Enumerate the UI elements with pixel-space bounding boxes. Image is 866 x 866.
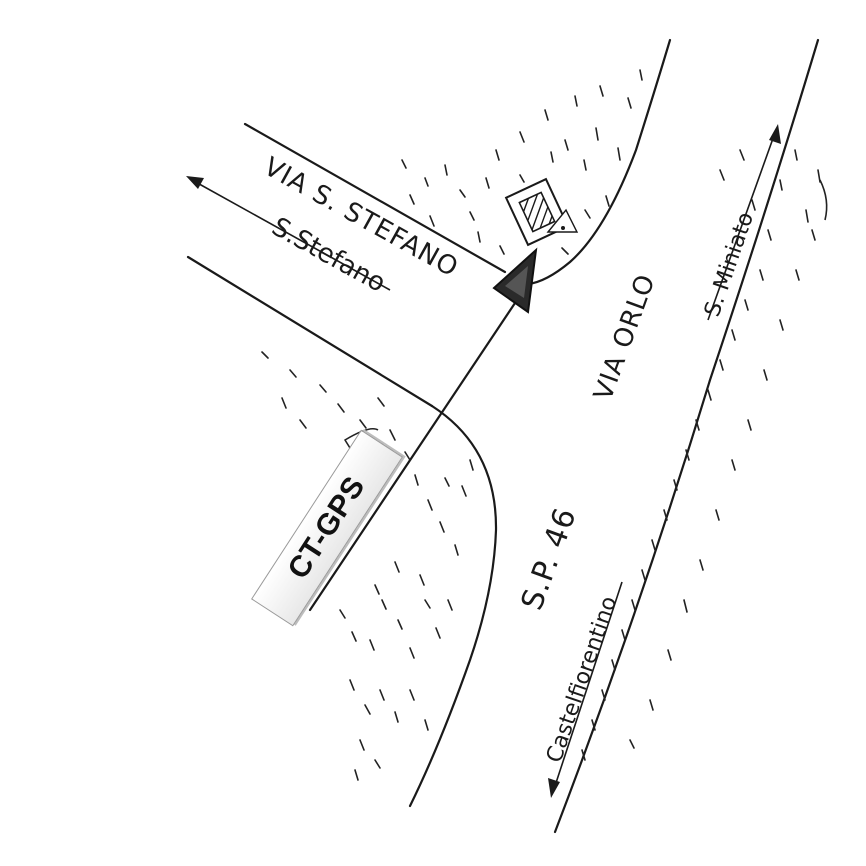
- building-icon: [504, 177, 570, 247]
- via-orlo-label: VIA ORLO: [588, 270, 661, 404]
- sp46-northwest-edge: [526, 38, 672, 286]
- vegetation-texture: [261, 69, 828, 781]
- sp46-label: S.P. 46: [515, 503, 584, 615]
- arrow-down-icon: [548, 581, 623, 798]
- s-miniato-label: S. Miniato: [700, 209, 759, 320]
- arrow-left-icon: [186, 176, 391, 291]
- sp46-east-edge: [553, 38, 820, 834]
- via-stefano-north-edge: [243, 122, 507, 274]
- gps-leader-line: [308, 286, 527, 612]
- arrow-up-icon: [707, 124, 781, 321]
- triangle-marker-icon: [492, 247, 538, 314]
- building-flag: [546, 208, 579, 233]
- via-stefano-south-edge: [186, 255, 434, 408]
- sp46-west-edge: [408, 404, 498, 808]
